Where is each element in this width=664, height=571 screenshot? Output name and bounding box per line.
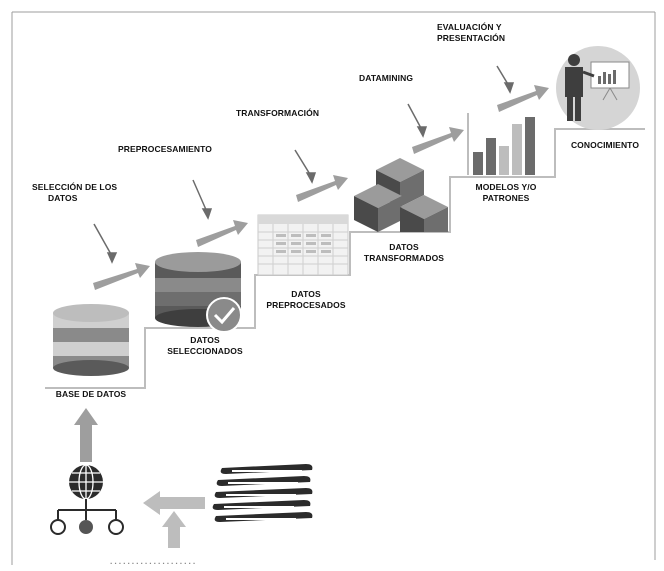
label-knowledge: CONOCIMIENTO — [570, 140, 640, 150]
bar-chart-icon — [467, 113, 535, 175]
arrow-up-to-database — [74, 408, 98, 462]
arrow-selection — [93, 263, 150, 290]
staircase-path — [45, 128, 645, 389]
bottom-caption-cutoff: .................... — [110, 556, 198, 566]
stacked-documents-icon — [212, 464, 313, 522]
process-arrows — [93, 85, 549, 290]
label-datamining-step: DATAMINING — [359, 73, 414, 83]
arrow-left-from-documents — [143, 491, 205, 515]
label-transformed-data: DATOS TRANSFORMADOS — [363, 242, 445, 263]
presenter-icon — [556, 46, 640, 130]
arrow-datamining — [412, 127, 464, 154]
arrow-up-bottom — [162, 511, 186, 548]
label-selection-step: SELECCIÓN DE LOS DATOS — [32, 182, 118, 203]
spreadsheet-icon — [257, 214, 349, 276]
label-preprocessing-step: PREPROCESAMIENTO — [118, 144, 213, 154]
network-globe-icon — [50, 464, 124, 535]
arrow-preprocessing — [196, 220, 248, 247]
database-icon — [53, 304, 129, 376]
selected-database-icon — [155, 252, 242, 333]
label-preprocessed-data: DATOS PREPROCESADOS — [266, 289, 346, 310]
check-badge-icon — [206, 297, 242, 333]
label-transformation-step: TRANSFORMACIÓN — [236, 108, 320, 118]
cubes-icon — [354, 158, 448, 232]
arrow-evaluation — [497, 85, 549, 112]
pointer-lines — [93, 65, 515, 264]
arrow-transformation — [296, 175, 348, 202]
label-evaluation-step: EVALUACIÓN Y PRESENTACIÓN — [437, 22, 506, 43]
label-selected-data: DATOS SELECCIONADOS — [167, 335, 243, 356]
label-database: BASE DE DATOS — [55, 389, 127, 399]
label-models-patterns: MODELOS Y/O PATRONES — [475, 182, 537, 203]
